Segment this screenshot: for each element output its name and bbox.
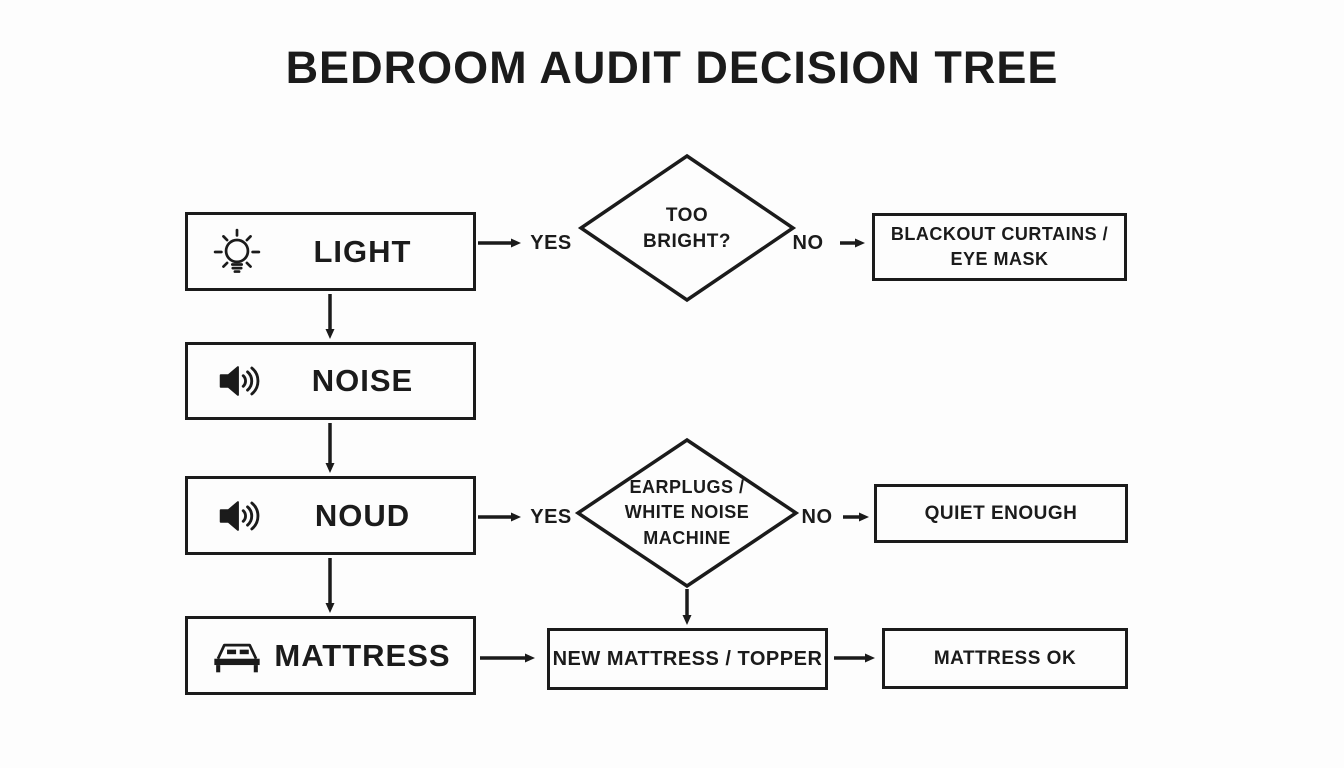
bed-icon [206,635,268,677]
decision-label-earplugs: EARPLUGS / WHITE NOISE MACHINE [624,477,750,548]
node-label: MATTRESS [274,637,451,673]
node-label: NOISE [311,363,414,398]
edge-label-yes: YES [530,506,572,528]
node-label: NOUD [314,497,411,533]
speaker-icon [206,358,268,404]
node-new-mattress-topper: NEW MATTRESS / TOPPER [547,628,828,690]
node-quiet-enough: QUIET ENOUGH [874,484,1128,543]
edge-label-no: NO [801,506,833,528]
node-blackout-curtains: BLACKOUT CURTAINS / EYE MASK [872,213,1127,281]
lightbulb-icon [206,227,268,277]
decision-label-too-bright: TOO BRIGHT? [643,204,731,252]
node-noise: NOISE [185,342,476,420]
speaker-icon [206,493,268,539]
edge-label-no: NO [792,232,824,254]
page-title: BEDROOM AUDIT DECISION TREE [285,42,1059,93]
node-mattress-ok: MATTRESS OK [882,628,1128,689]
node-label: LIGHT [313,233,412,269]
node-light: LIGHT [185,212,476,291]
node-noud: NOUD [185,476,476,555]
edge-label-yes: YES [530,232,572,254]
node-mattress: MATTRESS [185,616,476,695]
